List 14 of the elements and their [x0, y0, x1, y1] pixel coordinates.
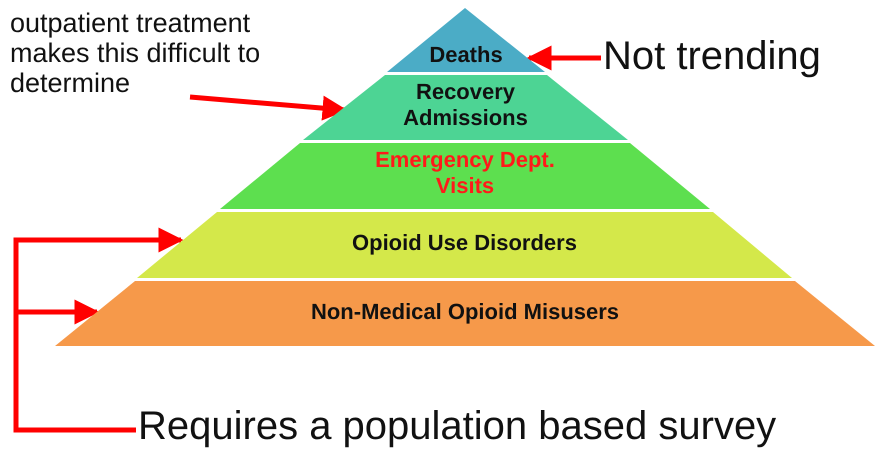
layer-label: Opioid Use Disorders [352, 230, 577, 256]
annotation-text: Not trending [603, 34, 873, 79]
layer-label: Recovery Admissions [402, 79, 529, 131]
pyramid-layer [55, 281, 875, 346]
annotation-text: Requires a population based survey [138, 404, 878, 449]
annotation-text: outpatient treatment makes this difficult to determine [10, 8, 310, 98]
pyramid-layer [303, 75, 628, 140]
layer-label: Deaths [429, 42, 503, 68]
layer-label: Emergency Dept. Visits [374, 147, 556, 199]
pyramid-layer [220, 143, 710, 209]
pyramid-layer [137, 212, 792, 278]
layer-label: Non-Medical Opioid Misusers [310, 299, 620, 325]
arrow [526, 46, 601, 70]
pyramid-layer [387, 8, 545, 72]
